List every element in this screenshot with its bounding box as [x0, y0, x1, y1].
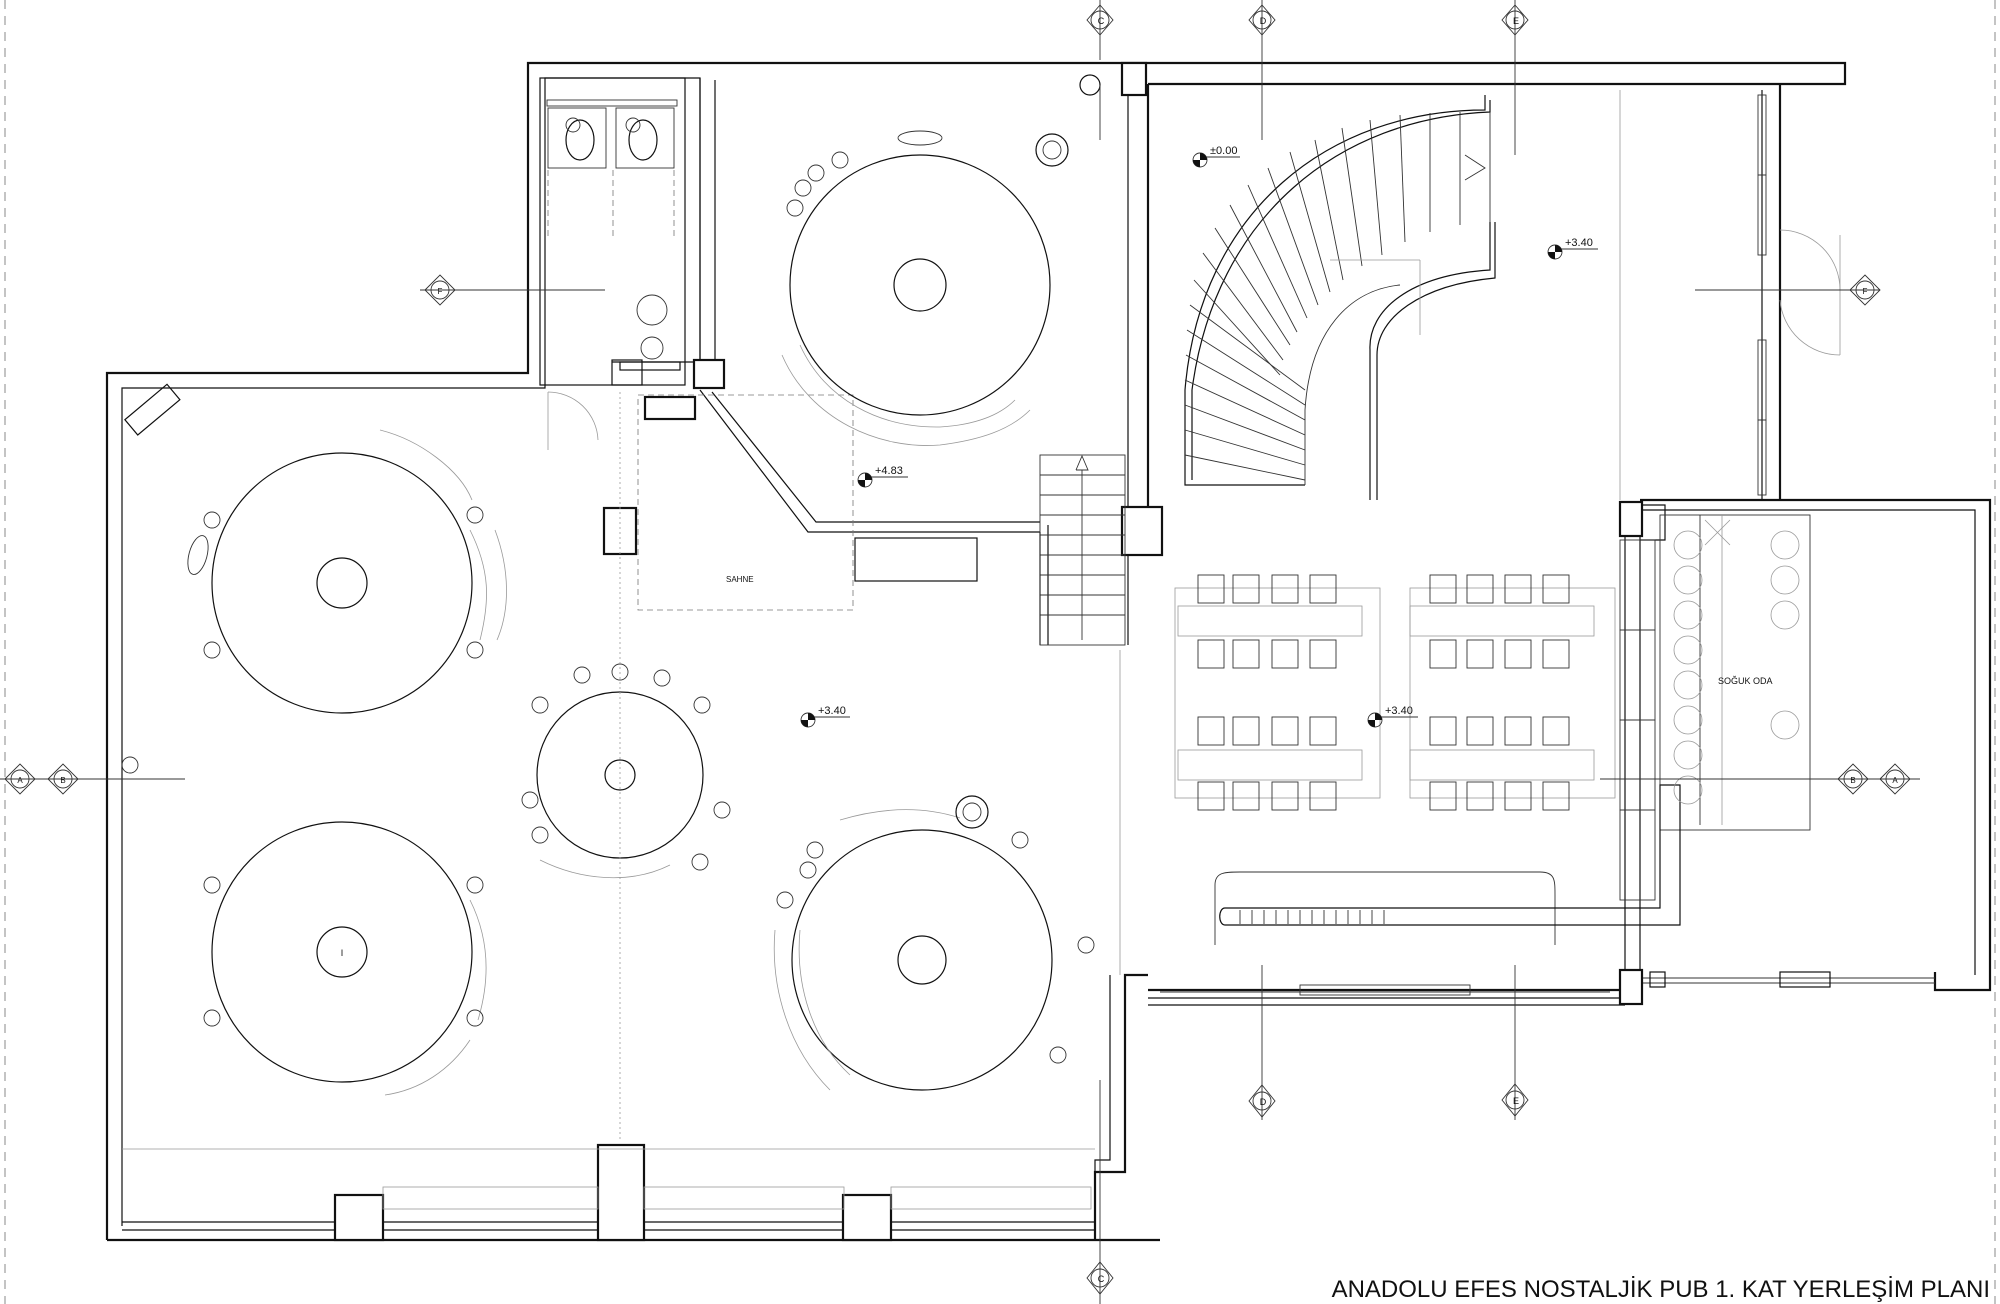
section-label-left-a: A: [17, 776, 23, 785]
section-label-bottom-d: D: [1260, 1097, 1267, 1107]
level-marker-stage: +4.83: [857, 465, 908, 488]
drawing-title: ANADOLU EFES NOSTALJİK PUB 1. KAT YERLEŞ…: [1332, 1276, 1990, 1303]
section-label-left-b: B: [60, 776, 65, 785]
round-table-top-room: [781, 130, 1069, 446]
section-label-right-a: A: [1892, 776, 1898, 785]
level-marker-upper-right: +3.40: [1547, 237, 1598, 260]
section-marker-top-c: C: [1086, 0, 1114, 60]
exterior-walls: [105, 61, 1992, 1242]
section-label-right-f: F: [1863, 287, 1868, 296]
level-label-stair: ±0.00: [1210, 145, 1237, 157]
section-marker-bottom-e: E: [1501, 965, 1529, 1120]
structural-columns: [333, 61, 1644, 1242]
stage-label: SAHNE: [726, 575, 754, 584]
level-label-dining: +3.40: [1385, 705, 1413, 717]
section-label-right-b: B: [1850, 776, 1855, 785]
level-marker-main-hall: +3.40: [800, 705, 850, 728]
straight-stair: [1039, 454, 1126, 646]
level-marker-stair: ±0.00: [1192, 145, 1240, 168]
level-label-stage: +4.83: [875, 465, 903, 477]
section-label-top-e: E: [1513, 16, 1519, 26]
level-marker-dining: +3.40: [1367, 705, 1418, 728]
section-label-top-c: C: [1098, 16, 1105, 26]
section-label-bottom-e: E: [1513, 1096, 1519, 1106]
axis-guides: [619, 392, 1121, 1140]
section-marker-top-d: D: [1248, 0, 1276, 140]
stage-area: SAHNE: [124, 383, 978, 611]
table-center-mark: I: [341, 948, 344, 958]
section-marker-right-ab: B A: [1600, 763, 1920, 795]
round-table-left-top: [187, 429, 507, 714]
cold-room-label: SOĞUK ODA: [1718, 676, 1773, 686]
round-table-center: [521, 663, 731, 879]
section-marker-bottom-c: C: [1086, 1080, 1114, 1304]
section-marker-top-e: E: [1501, 0, 1529, 155]
section-marker-left-ab: A B: [0, 763, 185, 795]
right-facade-windows: [1619, 90, 1841, 500]
level-label-main-hall: +3.40: [818, 705, 846, 717]
bar-counter: SOĞUK ODA: [1214, 530, 1800, 945]
section-label-left-f: F: [438, 287, 443, 296]
round-table-left-bottom: [203, 821, 487, 1096]
section-label-bottom-c: C: [1098, 1274, 1105, 1284]
section-label-top-d: D: [1260, 16, 1267, 26]
section-marker-bottom-d: D: [1248, 965, 1276, 1120]
dining-table-grid: [1174, 574, 1616, 811]
round-table-bottom-right: [773, 795, 1095, 1091]
level-label-upper-right: +3.40: [1565, 237, 1593, 249]
wc-block: [539, 77, 686, 450]
section-marker-right-f: F: [1695, 274, 1881, 306]
fixtures: [121, 74, 1101, 774]
section-marker-left-f: F: [420, 274, 605, 306]
curved-stair: [1184, 95, 1496, 500]
windows-bottom: [122, 984, 1610, 1210]
